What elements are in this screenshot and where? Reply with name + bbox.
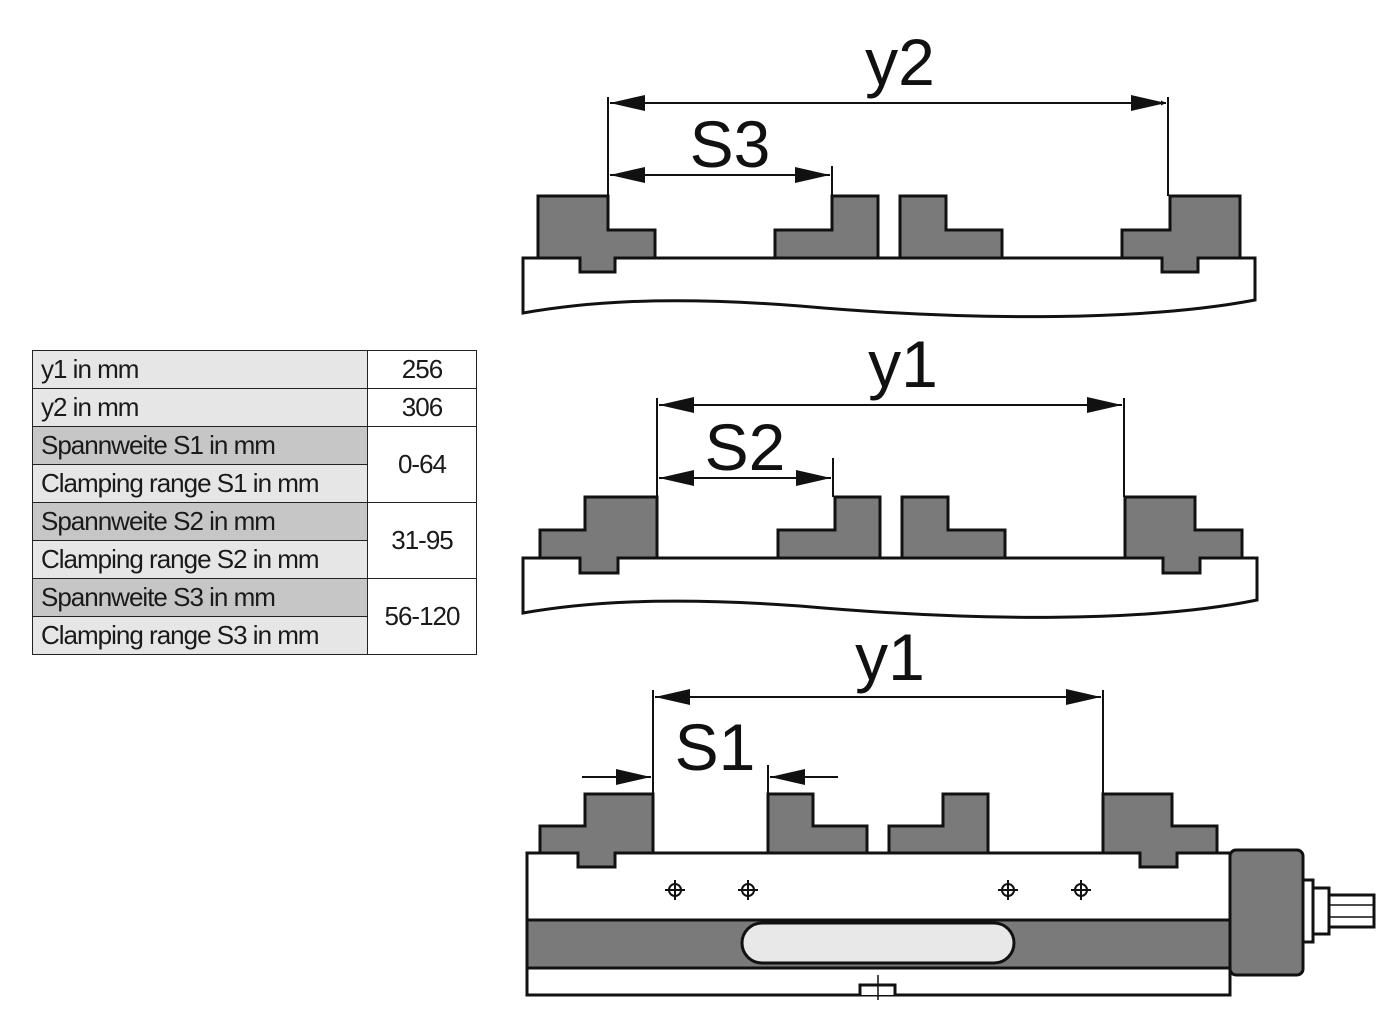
table-row: Spannweite S3 in mm 56-120	[32, 578, 477, 655]
s1-label-de: Spannweite S1 in mm	[32, 426, 368, 465]
table-row: Clamping range S2 in mm	[32, 540, 477, 579]
config-y2-s3	[521, 95, 1257, 319]
table-row: Clamping range S3 in mm	[32, 616, 477, 655]
s2-label-de: Spannweite S2 in mm	[32, 502, 368, 541]
s3-value: 56-120	[367, 578, 477, 655]
s1-label-en: Clamping range S1 in mm	[32, 464, 368, 503]
y1-dimension-label-bottom: y1	[855, 620, 925, 694]
table-row: Clamping range S1 in mm	[32, 464, 477, 503]
s2-label-en: Clamping range S2 in mm	[32, 540, 368, 579]
s1-dimension-label: S1	[675, 710, 756, 784]
table-row: Spannweite S2 in mm 31-95	[32, 502, 477, 579]
table-row: y1 in mm 256	[32, 350, 477, 389]
y2-dimension-label: y2	[865, 25, 935, 99]
s2-value: 31-95	[367, 502, 477, 579]
s2-dimension-label: S2	[705, 410, 786, 484]
s3-label-en: Clamping range S3 in mm	[32, 616, 368, 655]
s3-dimension-label: S3	[690, 107, 771, 181]
config-y1-s1	[525, 689, 1376, 1000]
y1-label: y1 in mm	[32, 350, 368, 389]
y1-dimension-label-middle: y1	[868, 327, 938, 401]
table-row: Spannweite S1 in mm 0-64	[32, 426, 477, 503]
config-y1-s2	[521, 397, 1259, 619]
y2-value: 306	[367, 388, 477, 427]
y1-value: 256	[367, 350, 477, 389]
s3-label-de: Spannweite S3 in mm	[32, 578, 368, 617]
clamping-spec-table: y1 in mm 256 y2 in mm 306 Spannweite S1 …	[32, 350, 477, 655]
s1-value: 0-64	[367, 426, 477, 503]
